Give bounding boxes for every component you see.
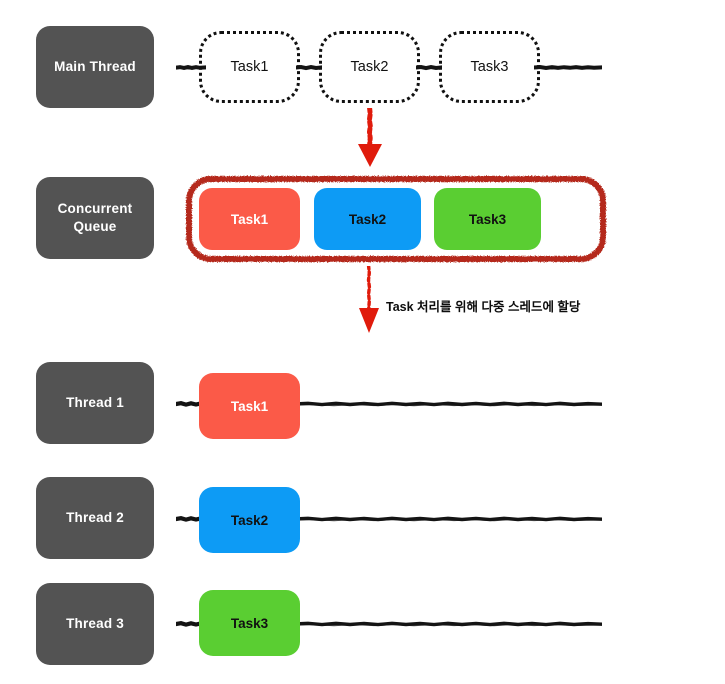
queue-task-3: Task3 [434,188,541,250]
label-concurrent-queue-line2: Queue [73,219,117,234]
thread-1-task: Task1 [199,373,300,439]
queue-task-1-label: Task1 [230,211,269,227]
queue-task-2: Task2 [314,188,421,250]
label-box-thread-2: Thread 2 [36,477,154,559]
thread-3-line-right [294,620,602,628]
label-thread-1: Thread 1 [66,394,124,410]
arrow-main-to-queue [352,108,388,170]
dispatch-note: Task 처리를 위해 다중 스레드에 할당 [386,300,581,314]
main-thread-line-connector-2 [416,64,442,71]
main-thread-task-2: Task2 [319,31,420,103]
concurrent-queue-frame [184,174,608,264]
main-thread-task-2-label: Task2 [350,59,389,75]
thread-3-task-label: Task3 [230,615,269,631]
main-thread-line-connector-1 [296,64,322,71]
queue-task-3-label: Task3 [468,211,507,227]
queue-task-2-label: Task2 [348,211,387,227]
label-box-concurrent-queue: Concurrent Queue [36,177,154,259]
arrow-queue-to-threads [354,266,386,336]
thread-3-task: Task3 [199,590,300,656]
label-box-main-thread: Main Thread [36,26,154,108]
main-thread-task-1: Task1 [199,31,300,103]
thread-1-task-label: Task1 [230,398,269,414]
label-concurrent-queue-line1: Concurrent [57,200,133,216]
thread-2-line-right [294,515,602,523]
main-thread-task-3-label: Task3 [470,59,509,75]
label-box-thread-1: Thread 1 [36,362,154,444]
label-main-thread: Main Thread [54,58,136,74]
thread-2-task: Task2 [199,487,300,553]
label-thread-3: Thread 3 [66,615,124,631]
thread-2-task-label: Task2 [230,512,269,528]
main-thread-line-right [534,64,602,71]
main-thread-task-3: Task3 [439,31,540,103]
label-box-thread-3: Thread 3 [36,583,154,665]
label-thread-2: Thread 2 [66,509,124,525]
thread-1-line-right [294,400,602,408]
main-thread-task-1-label: Task1 [230,59,269,75]
queue-task-1: Task1 [199,188,300,250]
